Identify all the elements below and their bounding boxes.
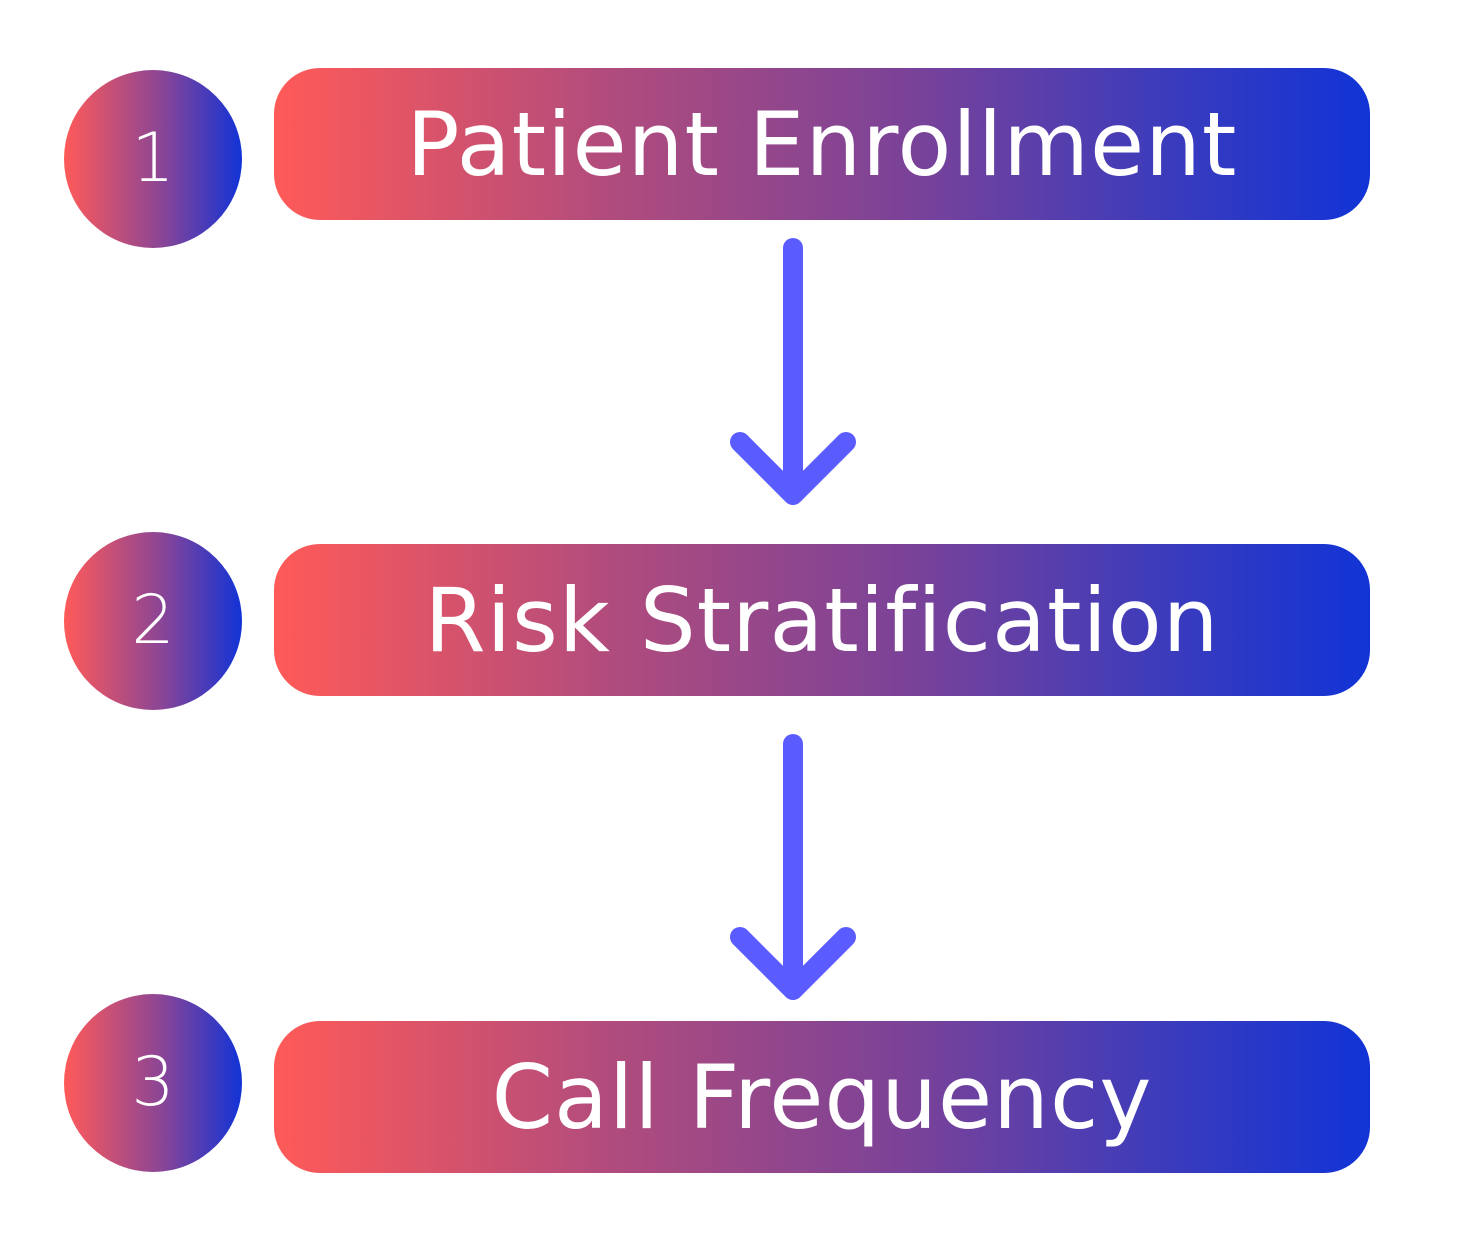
step-1-number-badge: 1 bbox=[64, 70, 242, 248]
step-1-box: Patient Enrollment bbox=[274, 68, 1370, 220]
step-3-label: Call Frequency bbox=[491, 1045, 1153, 1149]
step-2-number: 2 bbox=[131, 581, 175, 660]
step-3-number-badge: 3 bbox=[64, 994, 242, 1172]
step-1-number: 1 bbox=[131, 119, 175, 198]
step-1-label: Patient Enrollment bbox=[406, 92, 1238, 196]
arrow-2-head bbox=[730, 927, 856, 1000]
step-3-number: 3 bbox=[131, 1043, 175, 1122]
step-2-box: Risk Stratification bbox=[274, 544, 1370, 696]
step-2-number-badge: 2 bbox=[64, 532, 242, 710]
arrow-1-head bbox=[730, 432, 856, 505]
step-3-box: Call Frequency bbox=[274, 1021, 1370, 1173]
step-2-label: Risk Stratification bbox=[424, 568, 1220, 672]
